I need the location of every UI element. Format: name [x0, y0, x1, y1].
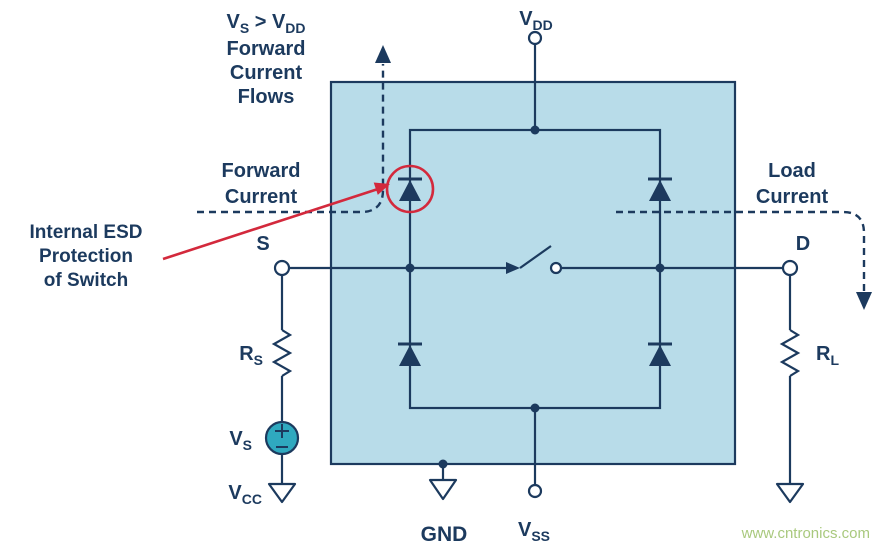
esd-diode-bottom-left: [398, 342, 422, 366]
gnd-label: GND: [421, 523, 468, 546]
load-ground-symbol: [775, 482, 805, 504]
forward-current-label-2: Current: [225, 186, 298, 208]
switch-blade: [519, 245, 552, 269]
condition-line-2: Forward: [227, 38, 306, 60]
vss-label: VSS: [518, 519, 550, 544]
junction-dots: [405, 125, 665, 469]
rs-label: RS: [239, 343, 263, 368]
d-terminal-label: D: [796, 233, 810, 255]
vs-label: VS: [229, 428, 252, 453]
diode-triangle: [649, 345, 671, 366]
watermark-text: www.cntronics.com: [741, 525, 870, 542]
esd-note-line-3: of Switch: [44, 270, 128, 291]
source-terminal-s: [273, 259, 291, 277]
gnd-ground-symbol: [428, 478, 458, 501]
diode-triangle: [399, 180, 421, 201]
esd-diode-top-right: [648, 177, 672, 201]
esd-diode-top-left: [398, 177, 422, 201]
forward-current-label-1: Forward: [222, 160, 301, 182]
wires: [280, 44, 792, 485]
esd-diode-bottom-right: [648, 342, 672, 366]
switch-contact-arrow-icon: [506, 262, 520, 274]
text-labels: VS > VDD Forward Current Flows Forward C…: [30, 8, 870, 546]
junction-dot: [438, 459, 448, 469]
vdd-terminal: [527, 30, 543, 46]
load-current-label-1: Load: [768, 160, 816, 182]
s-terminal-label: S: [256, 233, 269, 255]
resistor-rl: [779, 329, 801, 377]
forward-current-arrowhead-icon: [375, 45, 391, 63]
voltage-source-vs: [264, 420, 300, 456]
current-paths: [197, 45, 872, 310]
condition-label: VS > VDD: [226, 11, 305, 36]
load-current-path: [616, 210, 866, 294]
diode-triangle: [399, 345, 421, 366]
drain-terminal-d: [781, 259, 799, 277]
junction-dot: [530, 403, 540, 413]
vdd-label: VDD: [519, 8, 553, 33]
load-current-label-2: Current: [756, 186, 829, 208]
source-ground-symbol: [267, 482, 297, 504]
esd-diode-highlight-circle: [385, 164, 435, 214]
load-current-arrowhead-icon: [856, 292, 872, 310]
diode-triangle: [649, 180, 671, 201]
esd-callout-arrow-line: [162, 187, 379, 261]
junction-dot: [405, 263, 415, 273]
switch-symbol: [506, 245, 563, 275]
junction-dot: [655, 263, 665, 273]
junction-dot: [530, 125, 540, 135]
esd-note-line-1: Internal ESD: [30, 222, 143, 243]
esd-callout-arrowhead-icon: [373, 182, 390, 195]
ic-body-box: [329, 80, 737, 466]
switch-open-contact: [549, 261, 563, 275]
resistor-rs: [271, 329, 293, 377]
forward-current-path: [197, 64, 385, 214]
vcc-label: VCC: [228, 482, 262, 507]
rl-label: RL: [816, 343, 839, 368]
condition-line-3: Current: [230, 62, 303, 84]
condition-line-4: Flows: [238, 86, 295, 108]
esd-note-line-2: Protection: [39, 246, 133, 267]
vss-terminal: [527, 483, 543, 499]
